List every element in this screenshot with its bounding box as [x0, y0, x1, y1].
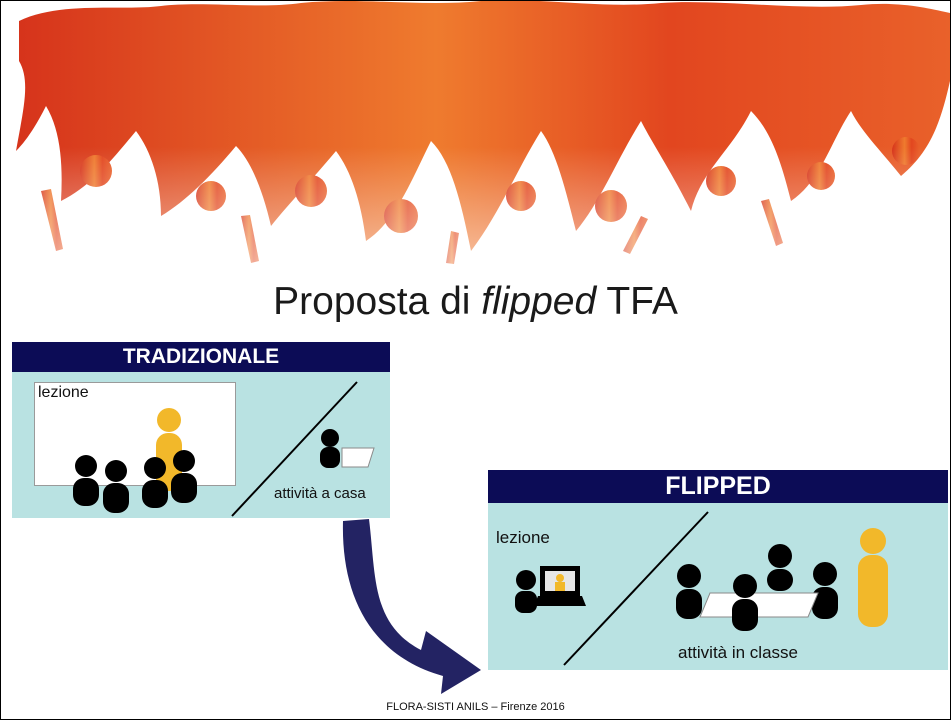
flipped-header: FLIPPED	[488, 470, 948, 503]
classroom-students-icon	[676, 544, 838, 619]
slide-title: Proposta di flipped TFA	[1, 278, 950, 326]
slide-footer: FLORA-SISTI ANILS – Firenze 2016	[386, 701, 565, 713]
lesson-label: lezione	[496, 528, 550, 547]
traditional-illustration	[73, 381, 375, 517]
curved-arrow-icon	[342, 519, 481, 694]
divider-line	[563, 511, 709, 666]
class-activity-label: attività in classe	[678, 643, 798, 662]
traditional-panel: TRADIZIONALE lezione attività a casa	[12, 342, 390, 518]
whiteboard	[34, 382, 236, 486]
flipped-panel: FLIPPED lezione	[488, 470, 948, 670]
flipped-illustration	[515, 511, 888, 666]
crowd-banner-image	[1, 1, 950, 266]
traditional-header: TRADIZIONALE	[12, 342, 390, 372]
teacher-icon	[858, 528, 888, 627]
classroom-table	[699, 592, 819, 618]
title-suffix: TFA	[596, 280, 678, 323]
title-emphasis: flipped	[481, 280, 597, 323]
front-student-icon	[732, 574, 758, 631]
board-label: lezione	[38, 384, 89, 401]
title-prefix: Proposta di	[273, 280, 482, 323]
students-icon	[73, 450, 197, 513]
divider-line	[231, 381, 358, 517]
video-lesson-icon	[515, 566, 586, 613]
home-activity-label: attività a casa	[274, 485, 366, 502]
home-student-icon	[320, 429, 375, 468]
